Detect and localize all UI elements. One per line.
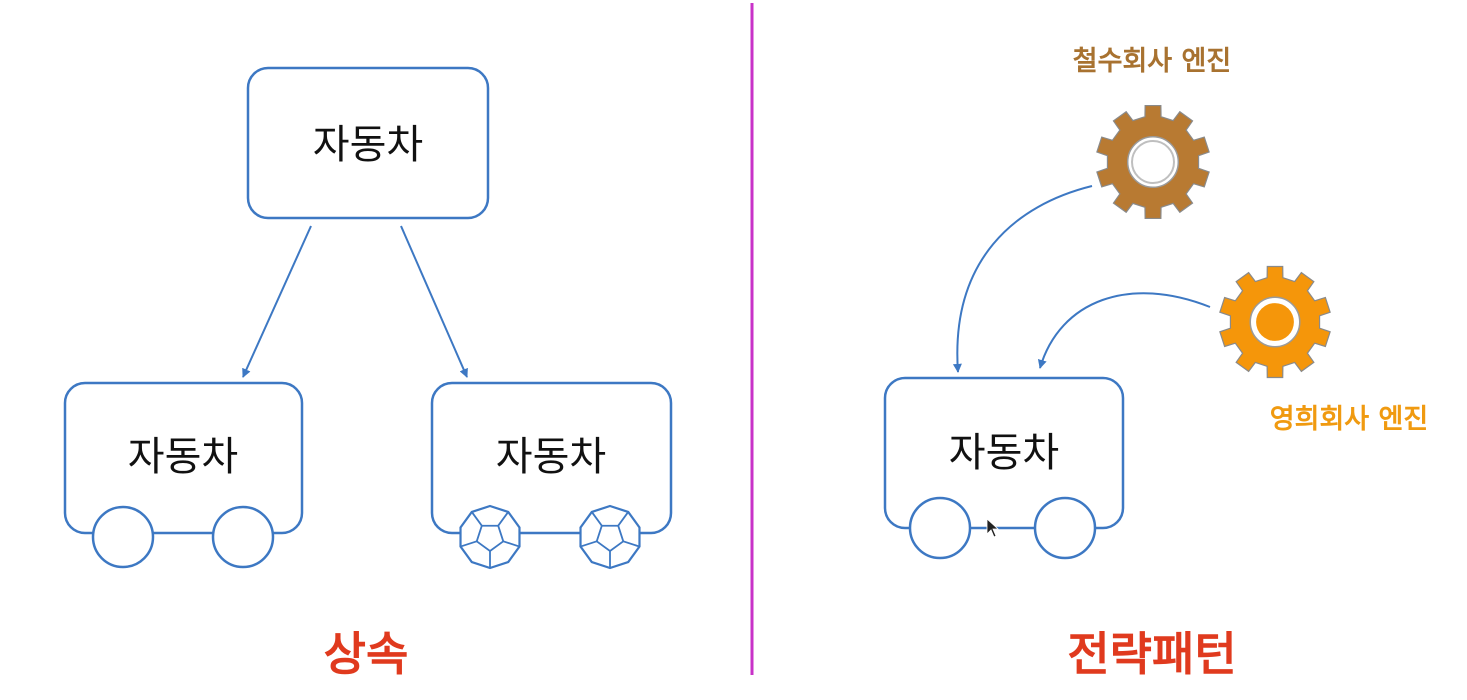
parent-car-box: [246, 66, 490, 220]
wheel-edge: [471, 511, 483, 527]
wheel-inner-face: [595, 524, 625, 553]
strategy-car-node: 자동차: [883, 376, 1125, 560]
engine-b-arrow: [1037, 292, 1211, 369]
engine-b-label: 영희회사 엔진: [1270, 404, 1428, 435]
dodecahedron-wheel-icon: [459, 504, 521, 570]
inheritance-caption: 상속: [324, 627, 409, 681]
child-car-polygon-wheels: 자동차: [430, 381, 673, 570]
mouse-pointer-icon: [986, 518, 1000, 538]
gear-hub: [1133, 142, 1173, 182]
wheel-inner-face: [475, 524, 505, 553]
strategy-car-label: 자동차: [949, 430, 1059, 476]
wheel-edge: [591, 511, 603, 527]
wheel-edge: [497, 511, 509, 527]
circle-wheel-icon: [908, 496, 972, 560]
wheel-edge: [622, 540, 640, 548]
inheritance-panel: 자동차 자동차 자동차 상속: [63, 66, 673, 681]
strategy-pattern-panel: 철수회사 엔진 영희회사 엔진 자동차 전략패턴: [883, 46, 1428, 681]
child-car-polygon-box: [430, 381, 673, 535]
wheel-edge: [580, 540, 598, 548]
child-car-round-label: 자동차: [128, 434, 238, 480]
dodecahedron-wheel-icon: [579, 504, 641, 570]
strategy-caption: 전략패턴: [1067, 627, 1236, 681]
child-car-round-box: [63, 381, 304, 535]
inherit-arrow-right: [400, 225, 468, 378]
wheel-edge: [502, 540, 520, 548]
engine-a-arrow: [952, 185, 1093, 373]
parent-car-label: 자동차: [313, 122, 423, 168]
wheel-edge: [617, 511, 629, 527]
circle-wheel-icon: [1033, 496, 1097, 560]
gear-ring-edge: [1131, 140, 1175, 184]
inherit-arrow-left: [242, 225, 312, 378]
engine-a-label: 철수회사 엔진: [1073, 46, 1231, 77]
child-car-round-wheels: 자동차: [63, 381, 304, 569]
circle-wheel-icon: [211, 505, 275, 569]
wheel-edge: [460, 540, 478, 548]
circle-wheel-icon: [91, 505, 155, 569]
strategy-car-box: [883, 376, 1125, 530]
child-car-polygon-label: 자동차: [496, 434, 606, 480]
gear-icon: [1219, 265, 1331, 379]
parent-car-node: 자동차: [246, 66, 490, 220]
gear-hub: [1256, 303, 1294, 341]
gear-icon: [1096, 104, 1210, 220]
